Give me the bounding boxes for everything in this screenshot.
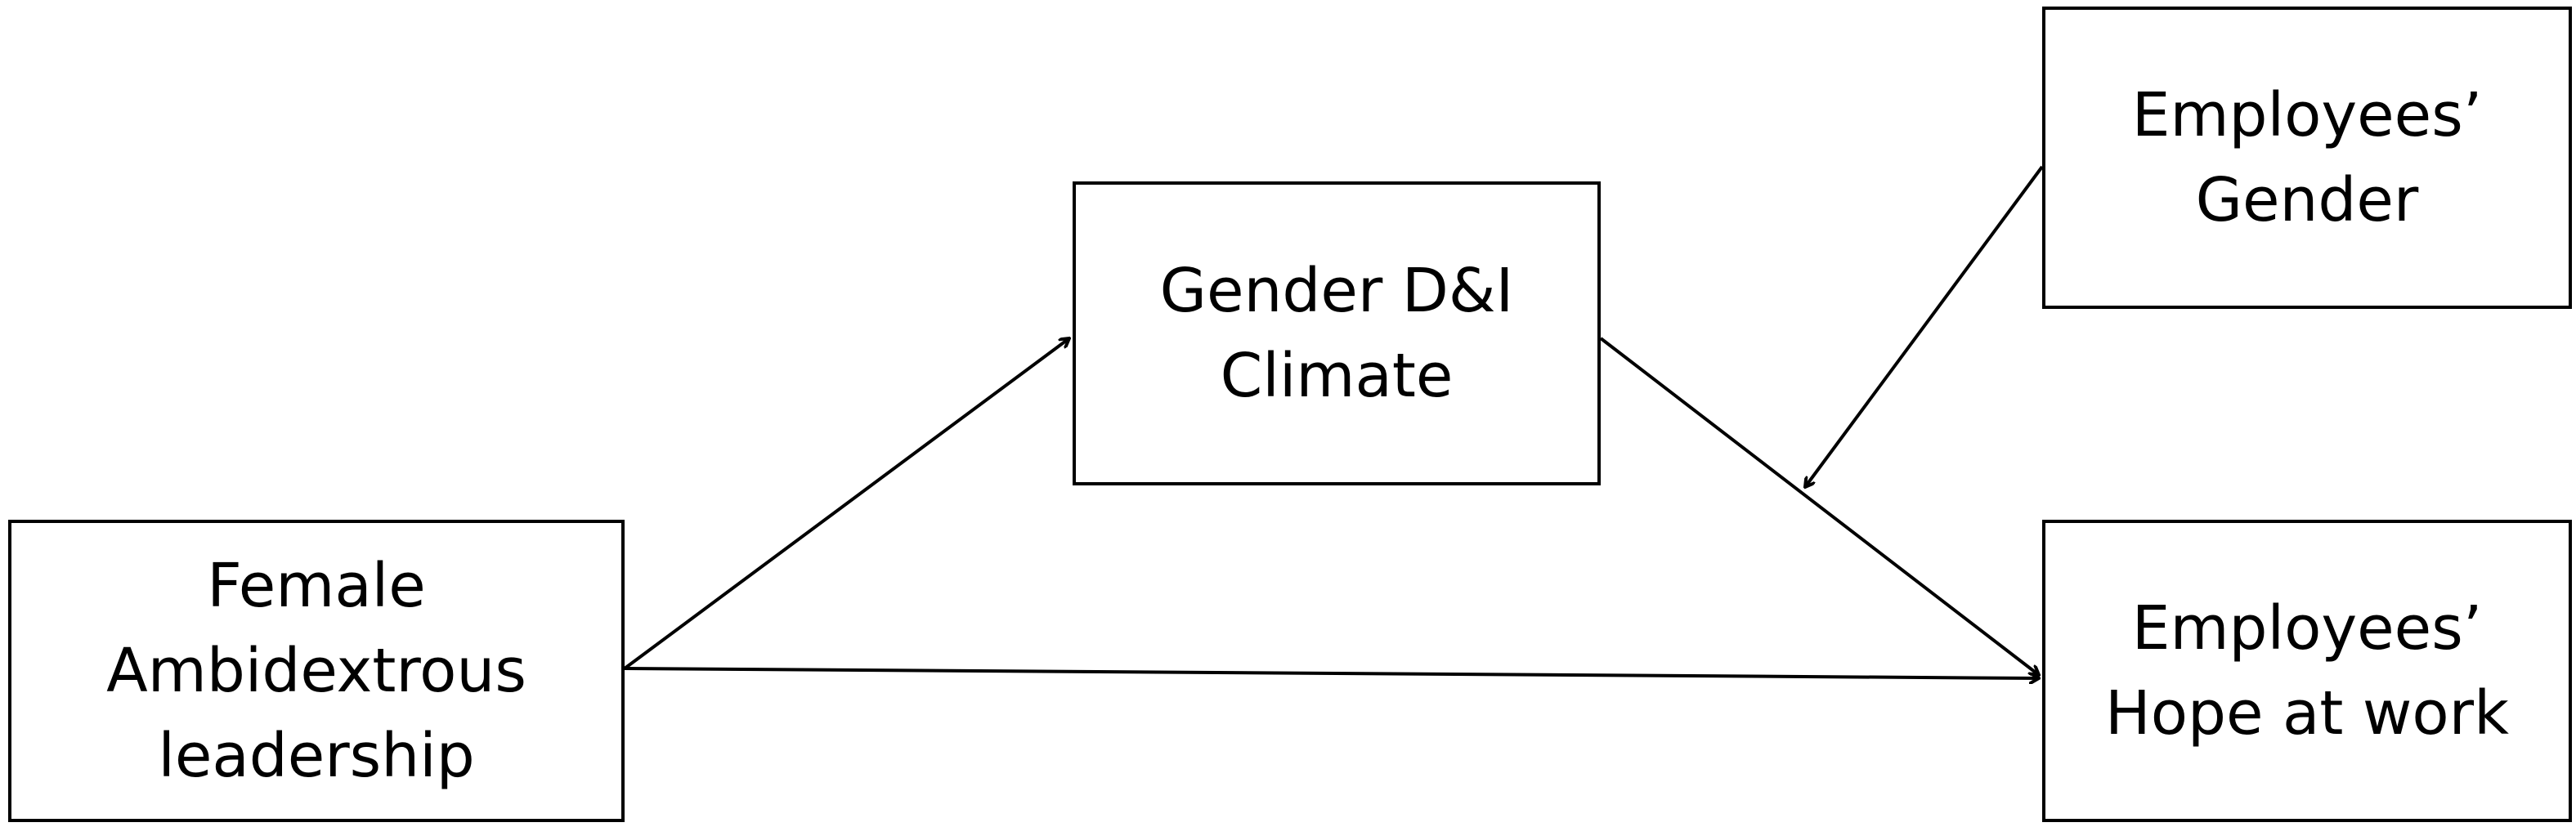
node-female-ambidextrous-leadership: Female Ambidextrous leadership	[8, 520, 625, 822]
arrow-leadership-to-hope	[624, 667, 2039, 678]
node-employees-hope-at-work: Employees’ Hope at work	[2042, 520, 2572, 822]
node-label-line: leadership	[158, 721, 475, 791]
arrow-leadership-to-climate	[623, 338, 1069, 670]
node-label-line: Female	[207, 551, 426, 621]
node-label-line: Ambidextrous	[106, 636, 526, 706]
arrow-climate-to-hope	[1599, 337, 2039, 675]
node-label-line: Employees’	[2131, 80, 2483, 150]
node-label-line: Gender D&I	[1159, 256, 1514, 326]
node-gender-di-climate: Gender D&I Climate	[1073, 181, 1601, 485]
node-label-line: Climate	[1220, 341, 1454, 411]
node-label-line: Hope at work	[2105, 678, 2509, 749]
arrow-gender-moderator	[1805, 165, 2044, 487]
node-label-line: Employees’	[2131, 593, 2483, 664]
node-employees-gender: Employees’ Gender	[2042, 7, 2572, 309]
node-label-line: Gender	[2195, 165, 2419, 235]
